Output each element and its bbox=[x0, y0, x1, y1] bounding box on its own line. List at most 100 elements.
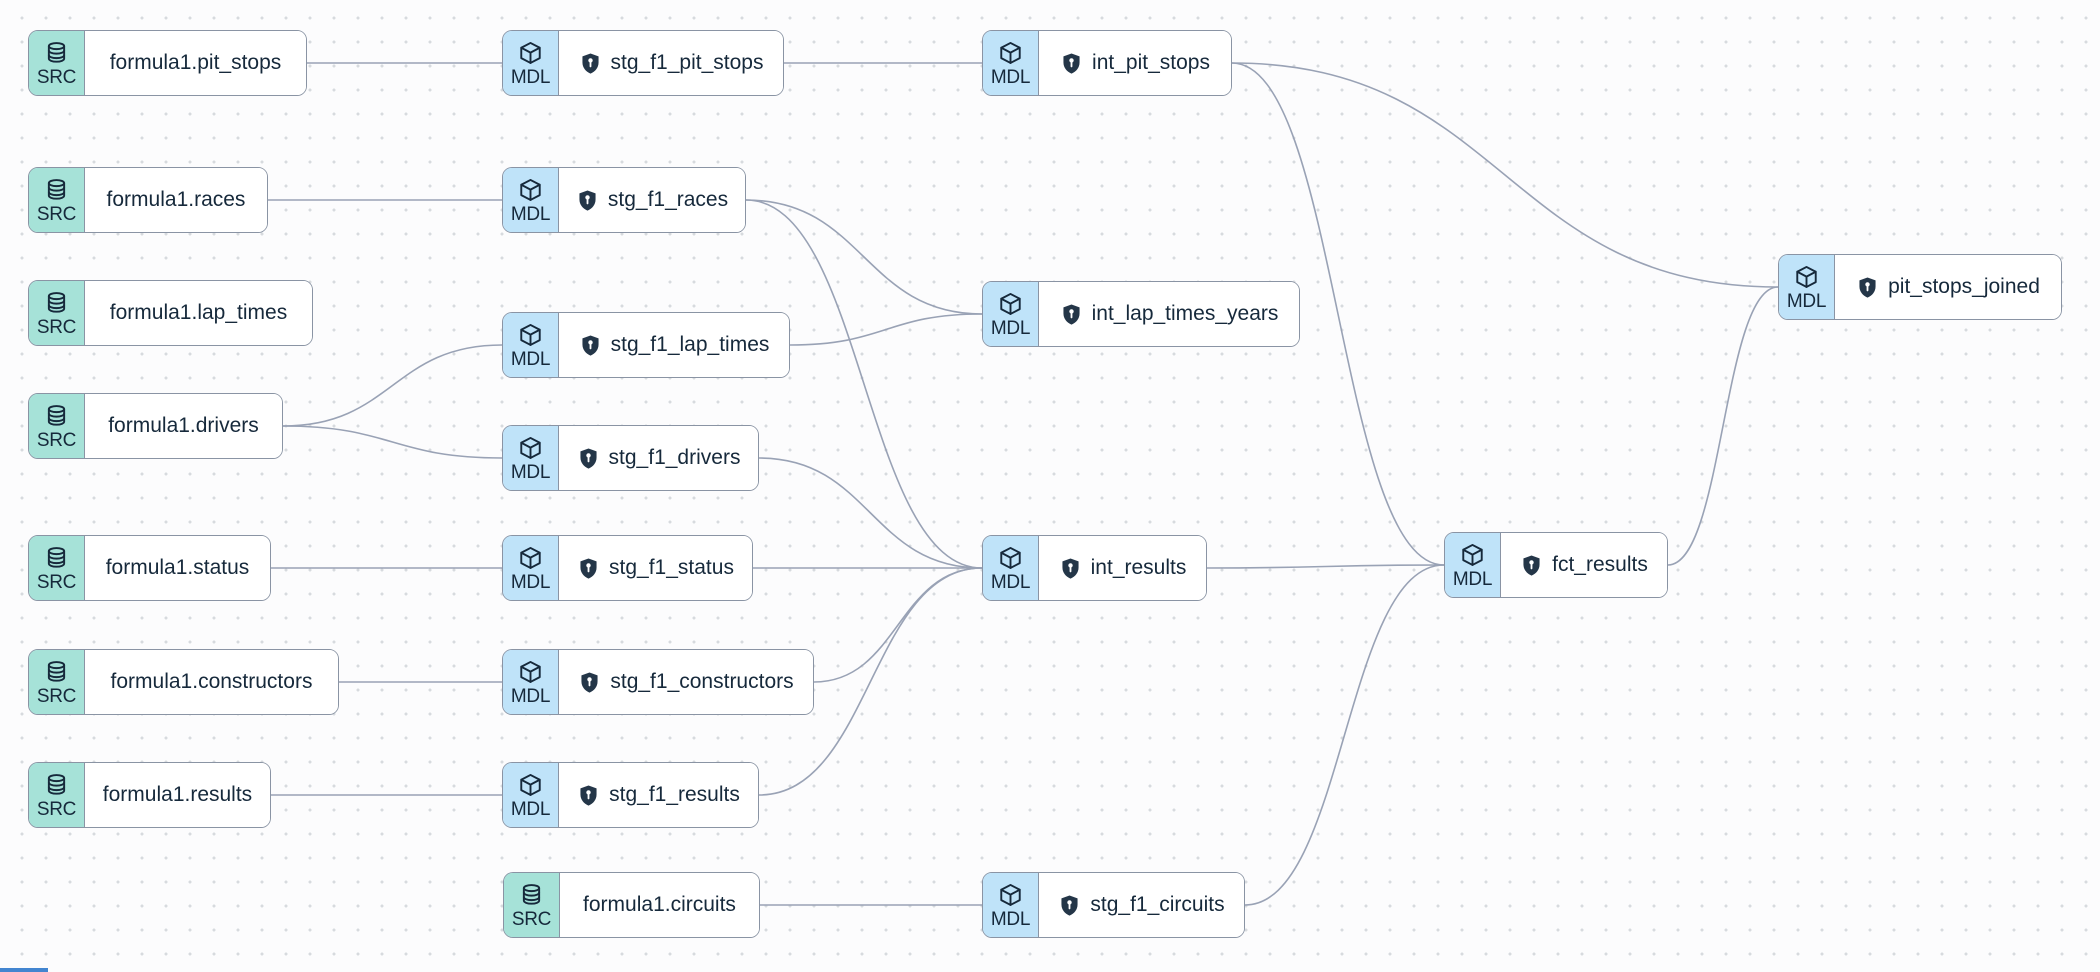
node-label: formula1.status bbox=[105, 556, 250, 579]
shield-icon bbox=[579, 52, 602, 75]
node-type-badge: SRC bbox=[29, 536, 85, 600]
cube-icon bbox=[520, 178, 541, 201]
lineage-node-src_drivers[interactable]: SRC formula1.drivers bbox=[28, 393, 283, 459]
node-type-label: MDL bbox=[990, 908, 1031, 930]
node-type-label: SRC bbox=[36, 203, 77, 225]
node-type-label: SRC bbox=[36, 571, 77, 593]
cube-icon bbox=[1000, 883, 1021, 906]
lineage-node-stg_f1_races[interactable]: MDL stg_f1_races bbox=[502, 167, 746, 233]
node-type-label: MDL bbox=[990, 66, 1031, 88]
cube-icon bbox=[520, 546, 541, 569]
node-type-badge: MDL bbox=[983, 873, 1039, 937]
shield-icon bbox=[577, 557, 600, 580]
lineage-node-stg_f1_constructors[interactable]: MDL stg_f1_constructors bbox=[502, 649, 814, 715]
node-type-label: MDL bbox=[510, 571, 551, 593]
node-type-badge: MDL bbox=[503, 313, 559, 377]
shield-icon bbox=[578, 671, 601, 694]
node-type-label: SRC bbox=[36, 316, 77, 338]
cube-icon bbox=[520, 436, 541, 459]
node-type-badge: MDL bbox=[503, 426, 559, 490]
node-label: pit_stops_joined bbox=[1888, 275, 2040, 298]
node-type-badge: MDL bbox=[983, 31, 1039, 95]
node-type-badge: MDL bbox=[1445, 533, 1501, 597]
node-type-badge: SRC bbox=[29, 394, 85, 458]
node-label: stg_f1_constructors bbox=[610, 670, 794, 693]
lineage-node-src_results[interactable]: SRC formula1.results bbox=[28, 762, 271, 828]
node-label: formula1.pit_stops bbox=[109, 51, 282, 74]
lineage-node-stg_f1_lap_times[interactable]: MDL stg_f1_lap_times bbox=[502, 312, 790, 378]
attribution-strip bbox=[0, 968, 48, 972]
edge-stg_f1_constructors--int_results bbox=[813, 567, 983, 683]
cube-icon bbox=[520, 773, 541, 796]
node-type-label: MDL bbox=[990, 317, 1031, 339]
lineage-node-src_circuits[interactable]: SRC formula1.circuits bbox=[503, 872, 760, 938]
node-label: stg_f1_races bbox=[607, 188, 729, 211]
lineage-node-stg_f1_results[interactable]: MDL stg_f1_results bbox=[502, 762, 759, 828]
lineage-node-src_lap_times[interactable]: SRC formula1.lap_times bbox=[28, 280, 313, 346]
node-type-badge: SRC bbox=[29, 281, 85, 345]
node-type-badge: SRC bbox=[29, 168, 85, 232]
cube-icon bbox=[520, 660, 541, 683]
edge-src_drivers--stg_f1_drivers bbox=[282, 425, 503, 459]
edge-stg_f1_circuits--fct_results bbox=[1244, 564, 1445, 906]
node-type-badge: SRC bbox=[504, 873, 560, 937]
node-type-label: SRC bbox=[36, 685, 77, 707]
node-type-badge: MDL bbox=[503, 536, 559, 600]
node-label: formula1.drivers bbox=[108, 414, 259, 437]
lineage-node-src_status[interactable]: SRC formula1.status bbox=[28, 535, 271, 601]
shield-icon bbox=[1060, 303, 1083, 326]
shield-icon bbox=[1058, 894, 1081, 917]
lineage-node-int_pit_stops[interactable]: MDL int_pit_stops bbox=[982, 30, 1232, 96]
lineage-node-pit_stops_joined[interactable]: MDL pit_stops_joined bbox=[1778, 254, 2062, 320]
node-label: int_lap_times_years bbox=[1091, 302, 1279, 325]
node-label: formula1.constructors bbox=[110, 670, 313, 693]
lineage-node-stg_f1_circuits[interactable]: MDL stg_f1_circuits bbox=[982, 872, 1245, 938]
node-label: stg_f1_pit_stops bbox=[610, 51, 764, 74]
cube-icon bbox=[1796, 265, 1817, 288]
node-type-badge: MDL bbox=[983, 536, 1039, 600]
lineage-node-stg_f1_pit_stops[interactable]: MDL stg_f1_pit_stops bbox=[502, 30, 784, 96]
shield-icon bbox=[1060, 52, 1083, 75]
node-type-label: SRC bbox=[36, 429, 77, 451]
lineage-node-src_races[interactable]: SRC formula1.races bbox=[28, 167, 268, 233]
database-icon bbox=[47, 404, 66, 426]
database-icon bbox=[47, 291, 66, 313]
node-label: fct_results bbox=[1552, 553, 1648, 576]
node-type-badge: MDL bbox=[983, 282, 1039, 346]
cube-icon bbox=[1000, 546, 1021, 569]
node-type-badge: MDL bbox=[503, 168, 559, 232]
shield-icon bbox=[579, 334, 602, 357]
node-label: formula1.circuits bbox=[583, 893, 736, 916]
lineage-node-fct_results[interactable]: MDL fct_results bbox=[1444, 532, 1668, 598]
node-label: int_results bbox=[1090, 556, 1187, 579]
node-label: int_pit_stops bbox=[1092, 51, 1210, 74]
lineage-node-int_results[interactable]: MDL int_results bbox=[982, 535, 1207, 601]
lineage-node-stg_f1_status[interactable]: MDL stg_f1_status bbox=[502, 535, 753, 601]
node-type-badge: SRC bbox=[29, 650, 85, 714]
lineage-node-stg_f1_drivers[interactable]: MDL stg_f1_drivers bbox=[502, 425, 759, 491]
cube-icon bbox=[520, 323, 541, 346]
database-icon bbox=[47, 41, 66, 63]
lineage-node-src_pit_stops[interactable]: SRC formula1.pit_stops bbox=[28, 30, 307, 96]
node-type-label: MDL bbox=[510, 798, 551, 820]
node-label: formula1.lap_times bbox=[109, 301, 288, 324]
node-type-label: MDL bbox=[510, 461, 551, 483]
shield-icon bbox=[576, 189, 599, 212]
edge-int_results--fct_results bbox=[1206, 564, 1445, 569]
lineage-node-int_lap_times_years[interactable]: MDL int_lap_times_years bbox=[982, 281, 1300, 347]
shield-icon bbox=[1520, 554, 1543, 577]
node-type-label: SRC bbox=[511, 908, 552, 930]
node-type-label: MDL bbox=[510, 66, 551, 88]
node-type-badge: SRC bbox=[29, 763, 85, 827]
node-type-label: SRC bbox=[36, 798, 77, 820]
database-icon bbox=[522, 883, 541, 905]
shield-icon bbox=[577, 784, 600, 807]
database-icon bbox=[47, 546, 66, 568]
cube-icon bbox=[520, 41, 541, 64]
database-icon bbox=[47, 660, 66, 682]
node-label: stg_f1_results bbox=[609, 783, 740, 806]
edge-stg_f1_races--int_results bbox=[745, 199, 983, 569]
lineage-node-src_constructors[interactable]: SRC formula1.constructors bbox=[28, 649, 339, 715]
node-label: stg_f1_drivers bbox=[608, 446, 741, 469]
